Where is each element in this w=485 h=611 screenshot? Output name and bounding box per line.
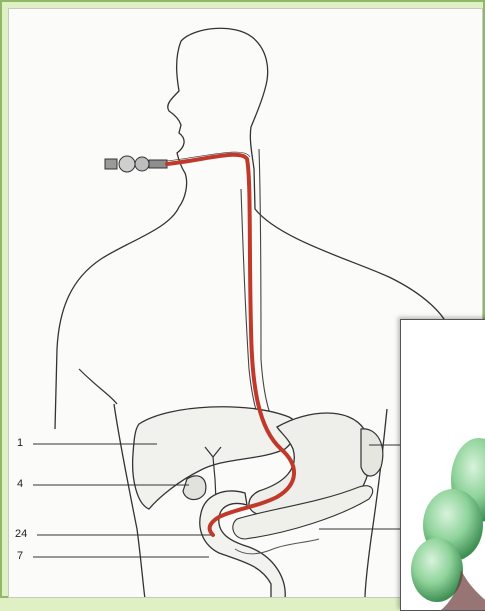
gallbladder bbox=[183, 476, 206, 500]
page-frame: 1 4 24 7 bbox=[0, 0, 485, 598]
spleen bbox=[361, 429, 383, 476]
label-liver: 1 bbox=[17, 437, 23, 449]
inset-organ-render bbox=[400, 319, 485, 611]
endoscope-handle bbox=[105, 156, 167, 172]
left-arm bbox=[79, 369, 117, 404]
label-duodenum: 7 bbox=[17, 550, 23, 562]
face-profile bbox=[55, 41, 187, 429]
inset-organ-svg bbox=[401, 320, 485, 610]
esophagus-wall-right bbox=[259, 149, 275, 427]
label-papilla: 24 bbox=[15, 528, 27, 540]
label-gallbladder: 4 bbox=[17, 478, 23, 490]
body-outline bbox=[181, 28, 449, 329]
